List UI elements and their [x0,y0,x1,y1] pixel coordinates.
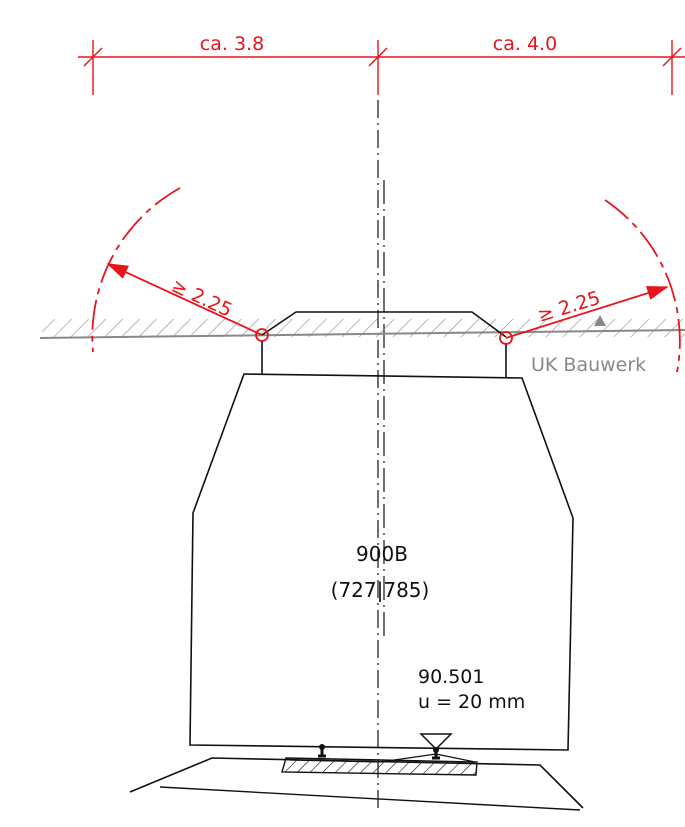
rail-height-label: 90.501 [418,666,484,688]
rail-cant-label: u = 20 mm [418,691,525,713]
dimension-slash-center [368,47,388,67]
dimension-right-label: ca. 4.0 [493,33,557,55]
dimension-left-label: ca. 3.8 [200,33,264,55]
clearance-arc-left [91,187,181,353]
clearance-left-label: ≥ 2.25 [168,275,236,322]
clearance-radius-right [505,286,669,339]
vehicle-body-outline [189,373,574,751]
dimension-slash-right [662,47,682,67]
dimension-slash-left [83,47,103,67]
ballast-bed [129,757,584,809]
contact-point-left [255,328,269,342]
reference-line [39,329,685,339]
structure-underside [39,319,685,339]
top-dimension: ca. 3.8 ca. 4.0 [78,33,685,95]
clearance-radius-left [106,263,263,336]
roof-outline [261,311,507,338]
contact-point-right [499,331,513,345]
formation-line [159,786,581,811]
reference-label: UK Bauwerk [531,354,646,376]
rail-left-head [319,744,325,750]
vehicle-type-label: 900B [356,542,408,566]
reference-triangle-icon [594,315,606,326]
vehicle-number-label: (727|785) [331,578,430,602]
height-marker-icon [419,733,453,751]
rail-right-head [433,747,439,753]
clearance-arc-right [604,199,681,373]
